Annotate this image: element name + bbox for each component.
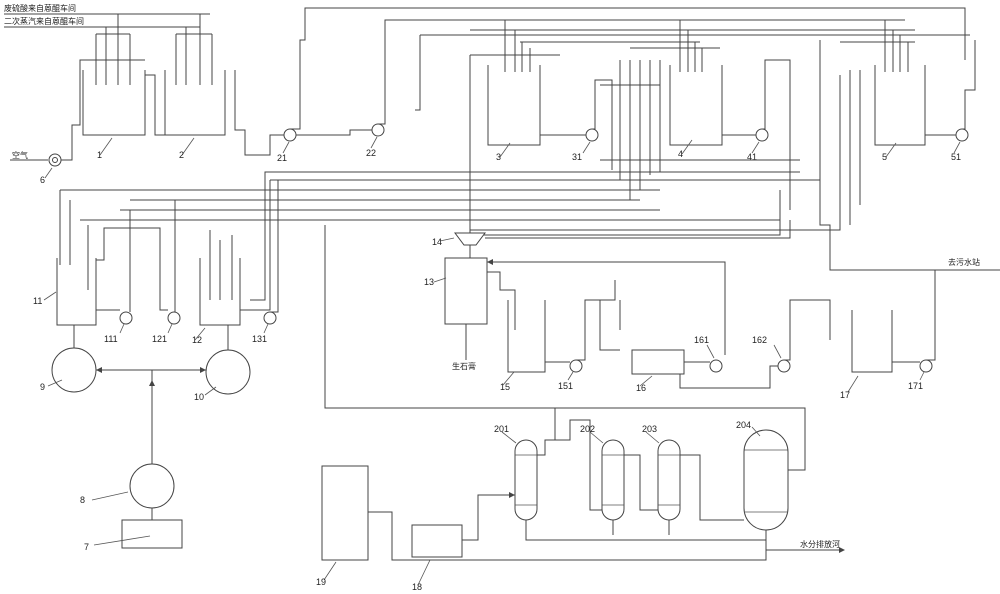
pump-22: 22 <box>366 20 905 158</box>
mid-headers: 去污水站 <box>60 40 1000 350</box>
cyclone-14: 14 <box>432 233 485 258</box>
label-202: 202 <box>580 424 595 434</box>
label-22: 22 <box>366 148 376 158</box>
label-15: 15 <box>500 382 510 392</box>
unit-7: 7 <box>84 520 182 552</box>
tank-15: 15 <box>500 300 545 392</box>
label-131: 131 <box>252 334 267 344</box>
tank-5: 5 <box>875 65 925 162</box>
unit-18: 18 <box>412 525 462 592</box>
column-201: 201 <box>494 424 537 535</box>
exchanger-8: 8 <box>80 464 174 508</box>
tank-3: 3 <box>488 65 540 162</box>
label-19: 19 <box>316 577 326 587</box>
label-121: 121 <box>152 334 167 344</box>
upper-headers <box>415 20 970 245</box>
label-5: 5 <box>882 152 887 162</box>
label-spent-acid-feed: 废硫酸来自蒽醌车间 <box>4 3 76 13</box>
column-202: 202 <box>580 424 624 535</box>
label-16: 16 <box>636 383 646 393</box>
pump-151: 151 <box>558 280 615 391</box>
label-13: 13 <box>424 277 434 287</box>
label-1: 1 <box>97 150 102 160</box>
label-air: 空气 <box>12 150 28 160</box>
vessel-13: 13 生石膏 <box>424 258 487 371</box>
label-3: 3 <box>496 152 501 162</box>
label-6: 6 <box>40 175 45 185</box>
unit-19: 19 <box>316 466 368 587</box>
pump-161: 161 <box>694 335 722 372</box>
label-2: 2 <box>179 150 184 160</box>
label-7: 7 <box>84 542 89 552</box>
pump-171: 171 <box>908 360 932 391</box>
label-111: 111 <box>104 334 118 344</box>
label-water-out: 水分排放河 <box>800 539 840 549</box>
exchanger-10: 10 <box>194 325 250 402</box>
label-161: 161 <box>694 335 709 345</box>
unit-16: 16 <box>632 350 684 393</box>
tank-2: 2 <box>165 70 225 160</box>
pump-131: 131 <box>252 312 276 344</box>
tank-4: 4 <box>670 65 722 159</box>
top-feed-lines: 废硫酸来自蒽醌车间 二次蒸汽来自蒽醌车间 <box>4 3 212 85</box>
air-blower-6: 空气 6 <box>10 60 145 185</box>
pump-121: 121 <box>152 312 180 344</box>
label-11: 11 <box>33 296 42 306</box>
label-204: 204 <box>736 420 751 430</box>
pump-31: 31 <box>540 80 612 170</box>
label-14: 14 <box>432 237 442 247</box>
label-31: 31 <box>572 152 582 162</box>
tank-11: 11 <box>33 190 96 325</box>
label-201: 201 <box>494 424 509 434</box>
pump-41: 41 <box>722 60 790 210</box>
column-203: 203 <box>642 424 680 535</box>
pump-111: 111 <box>104 312 132 344</box>
column-204: 204 <box>736 420 788 545</box>
label-151: 151 <box>558 381 573 391</box>
label-gypsum: 生石膏 <box>452 361 476 371</box>
pump-51: 51 <box>925 40 975 162</box>
label-to-sewage: 去污水站 <box>948 257 980 267</box>
label-203: 203 <box>642 424 657 434</box>
label-21: 21 <box>277 153 287 163</box>
label-9: 9 <box>40 382 45 392</box>
label-4: 4 <box>678 149 683 159</box>
tank-12: 12 <box>192 230 240 345</box>
exchanger-9: 9 <box>40 325 96 392</box>
label-18: 18 <box>412 582 422 592</box>
tank-17: 17 <box>840 310 892 400</box>
tank-1: 1 <box>83 70 145 160</box>
label-51: 51 <box>951 152 961 162</box>
label-12: 12 <box>192 335 202 345</box>
label-171: 171 <box>908 381 923 391</box>
label-162: 162 <box>752 335 767 345</box>
label-8: 8 <box>80 495 85 505</box>
label-10: 10 <box>194 392 204 402</box>
pump-162: 162 <box>752 300 830 372</box>
label-secondary-steam-feed: 二次蒸汽来自蒽醌车间 <box>4 16 84 26</box>
label-17: 17 <box>840 390 850 400</box>
